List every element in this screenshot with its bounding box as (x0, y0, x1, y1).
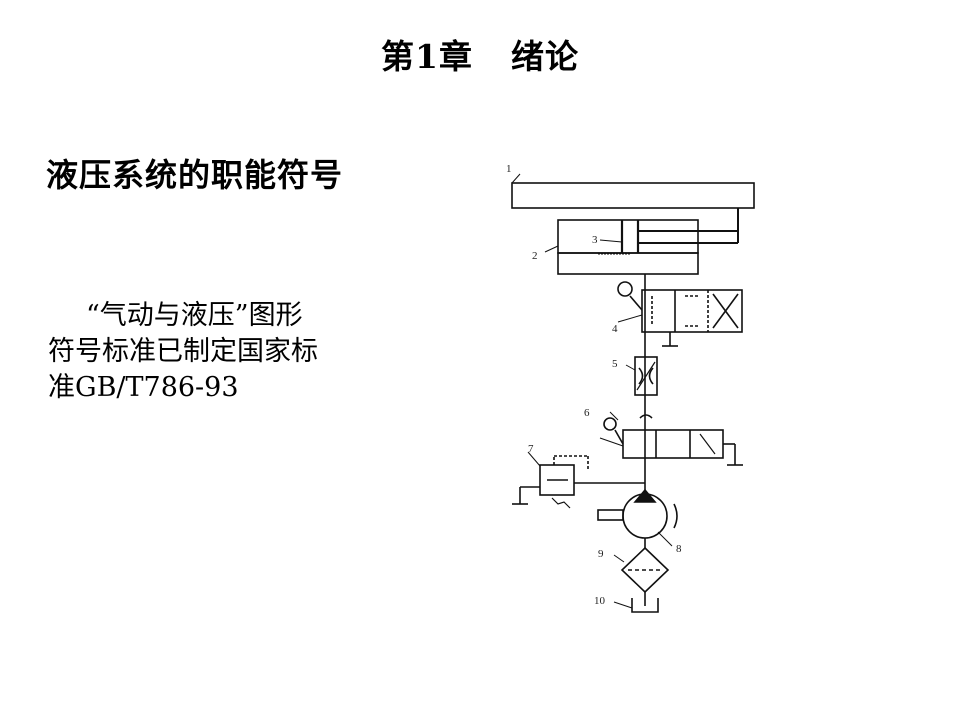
valve-handle-4 (617, 281, 633, 297)
label-1: 1 (506, 163, 512, 175)
throttle-valve (634, 356, 658, 396)
label-8: 8 (676, 543, 682, 555)
hydraulic-cylinder (557, 219, 699, 254)
label-4: 4 (612, 323, 618, 335)
pump-shaft (597, 509, 624, 521)
work-table (511, 182, 755, 209)
body-line-1: “气动与液压”图形 (86, 300, 303, 331)
hydraulic-circuit-diagram: 1 2 3 4 5 6 7 8 9 10 (506, 163, 755, 613)
chapter-number: 第1章 (381, 37, 473, 76)
label-9: 9 (598, 548, 604, 560)
relief-valve (539, 464, 575, 496)
label-2: 2 (532, 250, 538, 262)
label-5: 5 (612, 358, 618, 370)
label-6: 6 (584, 407, 590, 419)
body-line-2: 符号标准已制定国家标 (48, 336, 318, 367)
slide-title: 第1章绪论 (0, 30, 960, 78)
body-line-3: 准GB/T786-93 (48, 372, 239, 403)
label-3: 3 (592, 234, 598, 246)
label-10: 10 (594, 595, 606, 607)
chapter-name: 绪论 (510, 37, 579, 76)
directional-valve-4 (641, 289, 743, 333)
oil-tank (631, 598, 659, 613)
label-7: 7 (528, 443, 534, 455)
cylinder-base (557, 252, 699, 275)
body-text: “气动与液压”图形 符号标准已制定国家标 准GB/T786-93 (48, 298, 388, 406)
valve-handle-6 (603, 417, 617, 431)
section-heading: 液压系统的职能符号 (46, 156, 344, 194)
